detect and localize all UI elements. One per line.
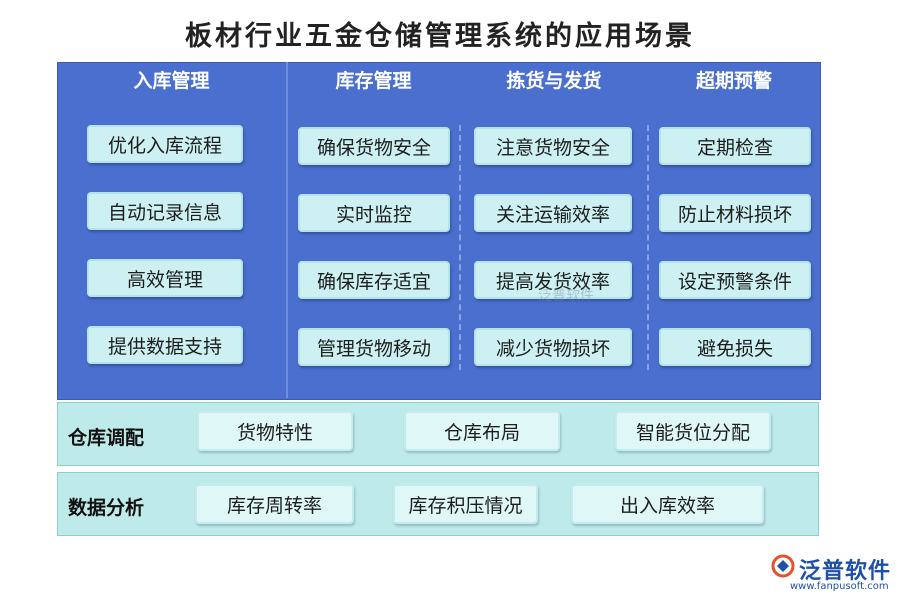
row-label-allocation: 仓库调配 xyxy=(68,427,145,449)
shipping-item: 关注运输效率 xyxy=(474,194,632,232)
inbound-item: 高效管理 xyxy=(87,259,243,297)
inventory-item: 确保库存适宜 xyxy=(298,261,450,299)
inventory-item: 确保货物安全 xyxy=(298,127,450,165)
alert-item: 设定预警条件 xyxy=(659,261,811,299)
inventory-item: 管理货物移动 xyxy=(298,328,450,366)
alert-item: 定期检查 xyxy=(659,127,811,165)
column-heading-inbound: 入库管理 xyxy=(133,70,210,92)
brand-logo-icon xyxy=(771,554,795,578)
shipping-item: 注意货物安全 xyxy=(474,127,632,165)
analysis-item: 库存周转率 xyxy=(195,484,354,524)
allocation-item: 仓库布局 xyxy=(404,411,560,451)
inventory-item: 实时监控 xyxy=(298,194,450,232)
column-divider-dashed xyxy=(459,125,461,370)
shipping-item: 减少货物损坏 xyxy=(474,328,632,366)
brand-logo-url: www.fanpusoft.com xyxy=(790,581,889,592)
inbound-item: 提供数据支持 xyxy=(87,326,243,364)
analysis-item: 库存积压情况 xyxy=(393,484,538,524)
column-divider xyxy=(286,62,288,398)
row-label-analysis: 数据分析 xyxy=(68,497,145,519)
diagram-title: 板材行业五金仓储管理系统的应用场景 xyxy=(185,21,695,52)
analysis-item: 出入库效率 xyxy=(571,484,764,524)
shipping-item: 提高发货效率 xyxy=(474,261,632,299)
inbound-item: 自动记录信息 xyxy=(87,192,243,230)
column-heading-overdue-alert: 超期预警 xyxy=(695,70,772,92)
watermark: 泛普软件 xyxy=(538,288,594,304)
brand-logo-text: 泛普软件 xyxy=(799,559,892,584)
alert-item: 避免损失 xyxy=(659,328,811,366)
column-heading-picking-shipping: 拣货与发货 xyxy=(506,70,602,92)
column-divider-dashed xyxy=(647,125,649,370)
allocation-item: 货物特性 xyxy=(197,411,353,451)
allocation-item: 智能货位分配 xyxy=(615,411,771,451)
inbound-item: 优化入库流程 xyxy=(87,125,243,163)
column-heading-inventory: 库存管理 xyxy=(335,70,412,92)
alert-item: 防止材料损坏 xyxy=(659,194,811,232)
